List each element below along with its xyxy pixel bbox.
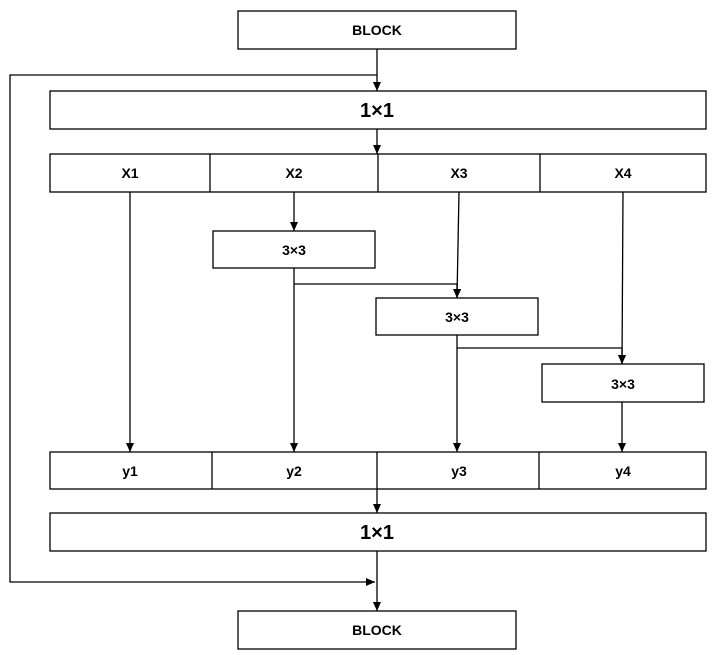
- conv3x3-branch2: 3×3: [212, 230, 376, 269]
- output-y3: y3: [451, 463, 467, 479]
- conv1x1-top: 1×1: [49, 90, 707, 130]
- split-x1: X1: [121, 165, 138, 181]
- output-y4: y4: [615, 463, 631, 479]
- output-y2: y2: [286, 463, 302, 479]
- block-bottom: BLOCK: [237, 610, 517, 650]
- conv3x3-branch2-label: 3×3: [282, 242, 306, 258]
- arrow-x3-to-conv3x3-3: [453, 191, 462, 299]
- output-y1: y1: [122, 463, 138, 479]
- conv3x3-branch4-label: 3×3: [611, 376, 635, 392]
- conv3x3-branch4: 3×3: [541, 363, 705, 403]
- conv1x1-bottom: 1×1: [49, 512, 707, 552]
- conv3x3-branch3: 3×3: [375, 297, 539, 336]
- arrow-conv3-to-conv4: [457, 347, 626, 364]
- split-x2: X2: [285, 165, 302, 181]
- split-x3: X3: [450, 165, 467, 181]
- split-row: X1 X2 X3 X4: [49, 153, 707, 193]
- split-x4: X4: [614, 165, 631, 181]
- block-bottom-label: BLOCK: [352, 622, 402, 638]
- skip-connection-arrow: [9, 74, 377, 586]
- conv1x1-top-label: 1×1: [360, 100, 394, 122]
- conv1x1-bottom-label: 1×1: [360, 522, 394, 544]
- block-top-label: BLOCK: [352, 22, 402, 38]
- output-row: y1 y2 y3 y4: [49, 451, 707, 490]
- arrow-conv2-to-conv3: [294, 283, 461, 298]
- arrow-x4-to-conv3x3-4: [618, 191, 627, 365]
- conv3x3-branch3-label: 3×3: [445, 309, 469, 325]
- block-top: BLOCK: [237, 10, 517, 50]
